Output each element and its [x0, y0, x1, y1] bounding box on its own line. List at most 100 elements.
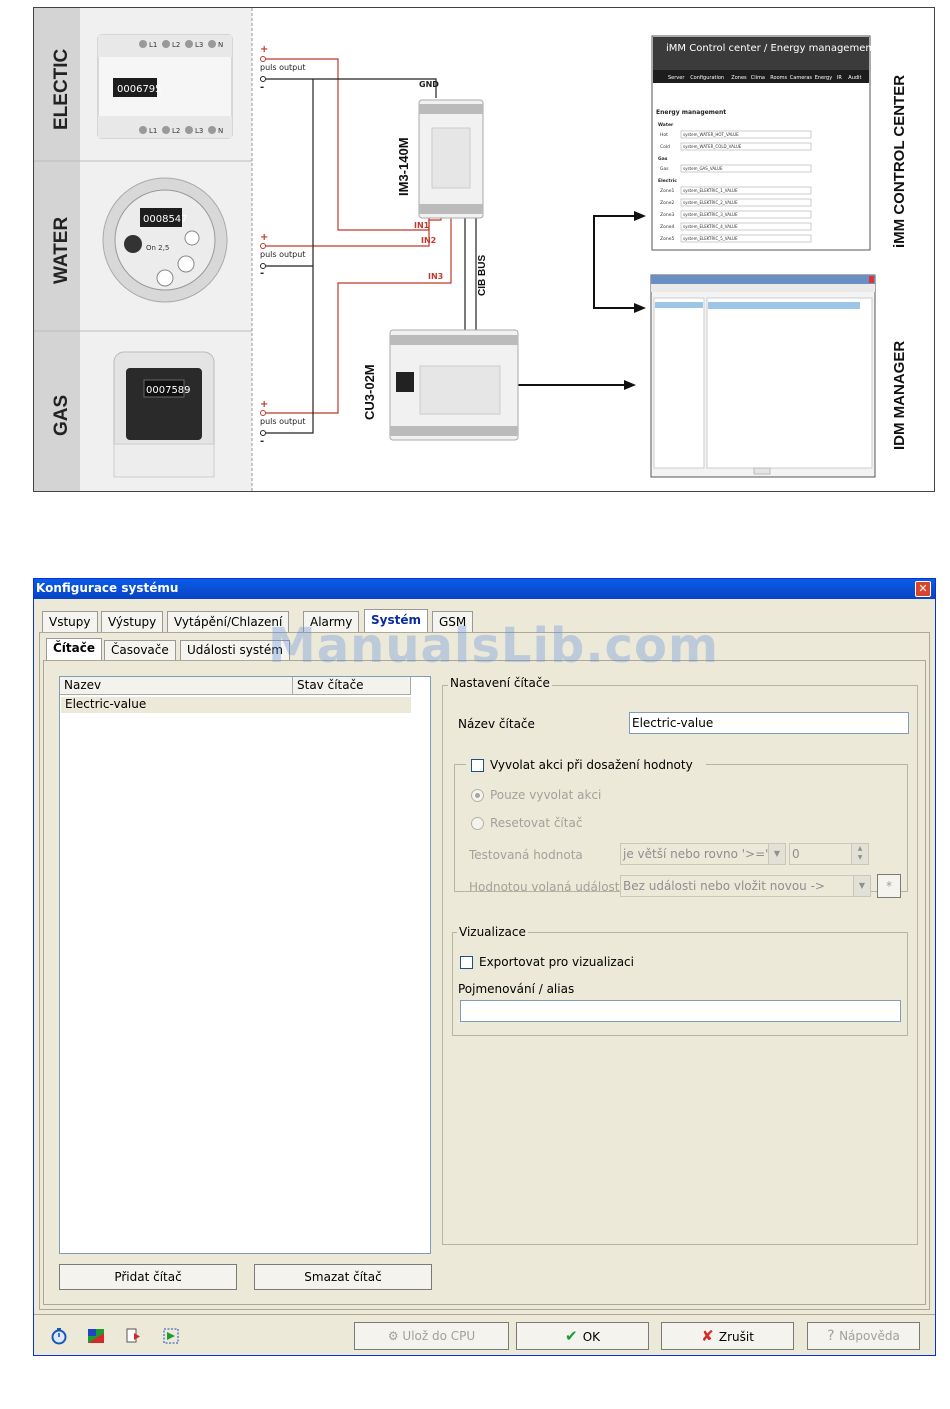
new-event-button[interactable]: *	[877, 874, 901, 898]
save-to-cpu-label: Ulož do CPU	[402, 1329, 476, 1343]
imm-row-value: system_ELEKTRIC_1_VALUE	[683, 188, 738, 193]
imm-row-field	[680, 234, 812, 243]
imm-row-label: Zone4	[660, 224, 674, 230]
counter-settings-legend: Nastavení čítače	[448, 676, 552, 690]
column-header-state[interactable]: Stav čítače	[293, 677, 411, 695]
export-icon[interactable]	[125, 1327, 143, 1345]
arrow-icon	[634, 211, 646, 221]
terminal-n: N	[218, 41, 223, 49]
chevron-down-icon[interactable]: ▼	[853, 876, 870, 896]
in1-label: IN1	[414, 221, 430, 230]
event-label: Hodnotou volaná událost	[469, 880, 620, 894]
imm-group-label: Electric	[658, 178, 677, 184]
imm-menu-item: IR	[837, 75, 842, 81]
title-bar[interactable]: Konfigurace systému ✕	[34, 579, 935, 599]
imm-row-label: Cold	[660, 144, 670, 150]
column-header-name[interactable]: Nazev	[60, 677, 293, 695]
electric-display: 0006795	[117, 84, 162, 95]
watermark: ManualsLib.com	[268, 618, 719, 674]
counter-list[interactable]: Nazev Stav čítače Electric-value	[59, 676, 431, 1254]
svg-text:puls output: puls output	[260, 250, 305, 259]
imm-row-label: Zone3	[660, 212, 674, 218]
idm-manager-screenshot	[650, 274, 876, 478]
imm-row-field	[680, 186, 812, 195]
ok-label: OK	[582, 1330, 601, 1344]
tab-system[interactable]: Systém	[364, 609, 428, 632]
idm-manager-label: IDM MANAGER	[891, 341, 908, 450]
help-button[interactable]: ? Nápověda	[807, 1322, 920, 1350]
action-checkbox[interactable]	[471, 759, 484, 772]
imm-row-value: system_ELEKTRIC_5_VALUE	[683, 236, 738, 241]
stopwatch-icon[interactable]	[50, 1327, 68, 1345]
bottom-toolbar: ⚙ Ulož do CPU ✔ OK ✘ Zrušit ? Nápověda	[34, 1314, 935, 1356]
svg-text:puls output: puls output	[260, 63, 305, 72]
chevron-down-icon[interactable]: ▼	[768, 844, 785, 864]
svg-text:-: -	[260, 268, 264, 279]
gnd-label: GND	[419, 80, 439, 89]
imm-menu-item: Rooms	[770, 75, 787, 81]
counter-settings-group	[442, 685, 918, 1245]
save-cpu-icon: ⚙	[387, 1329, 403, 1343]
tab-vystupy[interactable]: Výstupy	[101, 611, 164, 632]
spinner-icon[interactable]: ▲▼	[851, 844, 868, 864]
imm-row-value: system_ELEKTRIC_4_VALUE	[683, 224, 738, 229]
invoke-action-radio[interactable]	[471, 789, 484, 802]
save-to-cpu-button[interactable]: ⚙ Ulož do CPU	[354, 1322, 509, 1350]
imm-group-label: Gas	[658, 156, 668, 162]
svg-text:Energy management: Energy management	[656, 109, 726, 116]
export-visualization-checkbox[interactable]	[460, 956, 473, 969]
counter-name-input[interactable]: Electric-value	[629, 712, 909, 734]
imm-row-value: system_ELEKTRIC_3_VALUE	[683, 212, 738, 217]
alias-input[interactable]	[460, 1000, 901, 1022]
in3-label: IN3	[428, 272, 443, 281]
event-value: Bez události nebo vložit novou ->	[623, 879, 825, 893]
select-icon[interactable]	[162, 1327, 180, 1345]
tested-value-label: Testovaná hodnota	[469, 848, 583, 862]
label-water: WATER	[51, 217, 72, 284]
tab-vytapeni-chlazeni[interactable]: Vytápění/Chlazení	[167, 611, 290, 632]
imm-row-field	[680, 198, 812, 207]
imm-menu-item: Configuration	[690, 75, 724, 81]
event-select[interactable]: Bez události nebo vložit novou -> ▼	[620, 875, 871, 897]
imm-group-label: Water	[658, 122, 674, 128]
help-icon: ?	[827, 1328, 840, 1344]
invoke-action-label: Pouze vyvolat akci	[490, 788, 602, 802]
imm-row-field	[680, 130, 812, 139]
export-visualization-label: Exportovat pro vizualizaci	[479, 955, 634, 969]
imm-menu-item: Clima	[751, 75, 765, 81]
counter-name-label: Název čítače	[458, 717, 535, 731]
terminal-l1: L1	[149, 41, 157, 49]
add-counter-button[interactable]: Přidat čítač	[59, 1264, 237, 1290]
label-gas: GAS	[51, 395, 72, 436]
subtab-citace[interactable]: Čítače	[46, 638, 103, 660]
tab-alarmy[interactable]: Alarmy	[303, 611, 360, 632]
wiring-diagram: ELECTIC WATER GAS L1 L2 L3 N L1 L2 L3 N …	[33, 7, 935, 492]
ok-button[interactable]: ✔ OK	[516, 1322, 649, 1350]
cu3-module	[389, 329, 519, 441]
tab-vstupy[interactable]: Vstupy	[42, 611, 98, 632]
subtab-casovace[interactable]: Časovače	[104, 640, 176, 660]
pulse-output-electric: + puls output -	[260, 44, 305, 93]
reset-counter-radio[interactable]	[471, 817, 484, 830]
close-button[interactable]: ✕	[915, 581, 931, 597]
im3-module	[418, 99, 484, 219]
alias-label: Pojmenování / alias	[458, 982, 575, 996]
cancel-button[interactable]: ✘ Zrušit	[661, 1322, 794, 1350]
chart-icon[interactable]	[87, 1327, 105, 1345]
imm-control-center-label: iMM CONTROL CENTER	[891, 75, 908, 248]
svg-text:puls output: puls output	[260, 417, 305, 426]
visualization-group	[452, 932, 908, 1036]
action-legend	[466, 757, 706, 773]
subtab-udalosti-systemu[interactable]: Události systém	[180, 640, 290, 660]
wires	[266, 58, 638, 434]
tested-operator-select[interactable]: je větší nebo rovno '>=' ▼	[620, 843, 786, 865]
imm-menu-item: Zones	[731, 75, 747, 81]
tested-value-input[interactable]: 0 ▲▼	[789, 843, 869, 865]
svg-text:iMM Control center / Energy ma: iMM Control center / Energy management	[666, 43, 876, 54]
check-icon: ✔	[564, 1327, 583, 1345]
tab-gsm[interactable]: GSM	[432, 611, 474, 632]
list-item[interactable]: Electric-value	[61, 697, 411, 713]
svg-text:+: +	[260, 44, 268, 55]
delete-counter-button[interactable]: Smazat čítač	[254, 1264, 432, 1290]
